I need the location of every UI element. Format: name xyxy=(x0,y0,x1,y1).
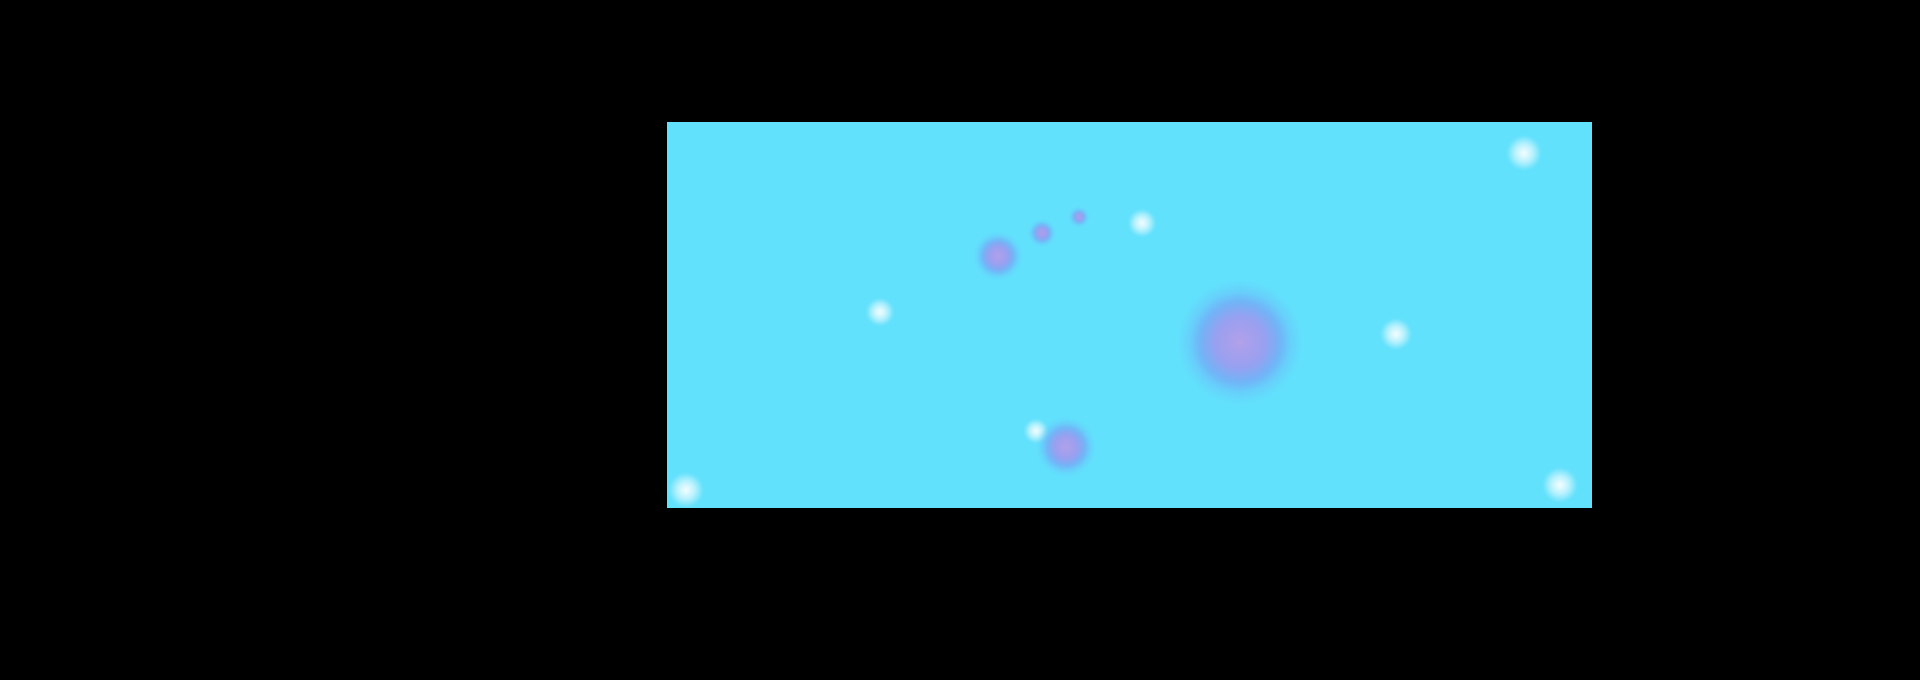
glow-particle xyxy=(1378,316,1414,352)
bubble[interactable] xyxy=(1034,415,1098,479)
glow-particle xyxy=(864,296,896,328)
glow-particle xyxy=(1126,207,1158,239)
glow-particle xyxy=(1540,465,1580,505)
bubble[interactable] xyxy=(1028,219,1056,247)
game-area[interactable] xyxy=(667,122,1592,508)
glow-particle xyxy=(1504,133,1544,173)
bubble[interactable] xyxy=(972,230,1024,282)
bubble[interactable] xyxy=(1172,274,1308,410)
glow-particle xyxy=(667,470,706,508)
bubble[interactable] xyxy=(1069,207,1089,227)
